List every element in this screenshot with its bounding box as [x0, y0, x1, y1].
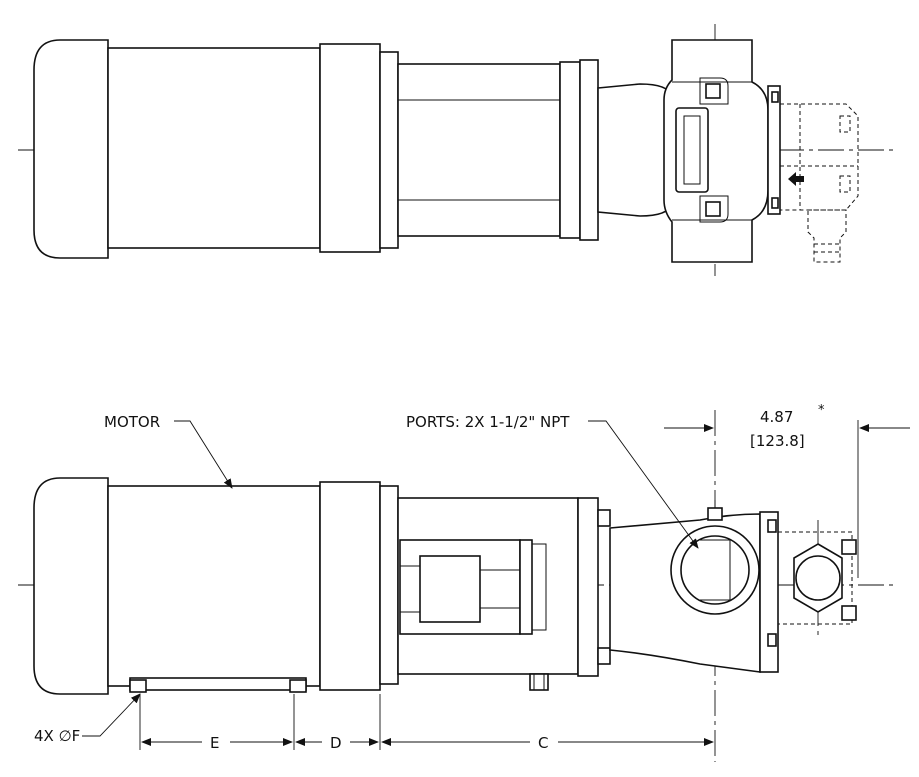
top-pump-neck — [597, 83, 673, 217]
motor-label: MOTOR — [104, 413, 160, 431]
dimension-e-label: E — [210, 734, 219, 752]
front-view — [18, 410, 895, 762]
inlet-port-inner — [680, 535, 750, 605]
dimension-inch-value: 4.87 — [760, 408, 793, 426]
top-bolt-upper — [705, 83, 721, 99]
dimension-asterisk: * — [818, 403, 825, 418]
top-motor-end-cap — [33, 39, 109, 259]
top-pump-flange — [559, 61, 581, 239]
top-bracket — [397, 63, 561, 237]
front-end-plate — [759, 511, 779, 673]
top-end-plate — [767, 85, 781, 215]
shaft-coupling — [419, 555, 481, 623]
front-hidden-valve-housing — [777, 531, 853, 625]
flow-direction-arrow-icon — [788, 172, 804, 186]
front-pump-flange — [577, 497, 599, 677]
front-motor-body — [107, 485, 321, 687]
top-adapter-flange — [379, 51, 399, 249]
front-motor-end-cap — [33, 477, 109, 695]
front-adapter-flange — [379, 485, 399, 685]
top-hidden-port-fitting — [807, 209, 847, 263]
hole-leader-line — [82, 693, 141, 737]
top-pump-casing — [663, 39, 769, 263]
motor-shaft — [399, 565, 421, 613]
coupling-plate — [519, 539, 533, 635]
top-bolt-lower — [705, 201, 721, 217]
top-hidden-valve-housing — [779, 103, 859, 211]
outlet-port-circle — [795, 555, 841, 601]
casing-top-stud — [707, 507, 723, 521]
ports-label: PORTS: 2X 1-1/2" NPT — [406, 413, 570, 431]
top-motor-front-ring — [319, 43, 381, 253]
motor-foot-left — [129, 679, 147, 693]
motor-foot-right — [289, 679, 307, 693]
hole-callout-label: 4X ∅F — [34, 727, 80, 745]
dimension-mm-value: [123.8] — [750, 432, 805, 450]
dimension-c-label: C — [538, 734, 548, 752]
top-motor-body — [107, 47, 321, 249]
dimension-d-label: D — [330, 734, 342, 752]
annotations: MOTOR PORTS: 2X 1-1/2" NPT 4X ∅F E D C 4… — [34, 403, 910, 752]
top-pump-flange-outer — [579, 59, 599, 241]
top-casing-window — [675, 107, 709, 193]
front-motor-front-ring — [319, 481, 381, 691]
motor-base-foot-plate — [129, 677, 307, 691]
top-view — [18, 24, 895, 276]
drain-plug — [529, 673, 549, 691]
motor-leader-line — [174, 420, 233, 489]
ports-leader-line — [588, 420, 699, 549]
